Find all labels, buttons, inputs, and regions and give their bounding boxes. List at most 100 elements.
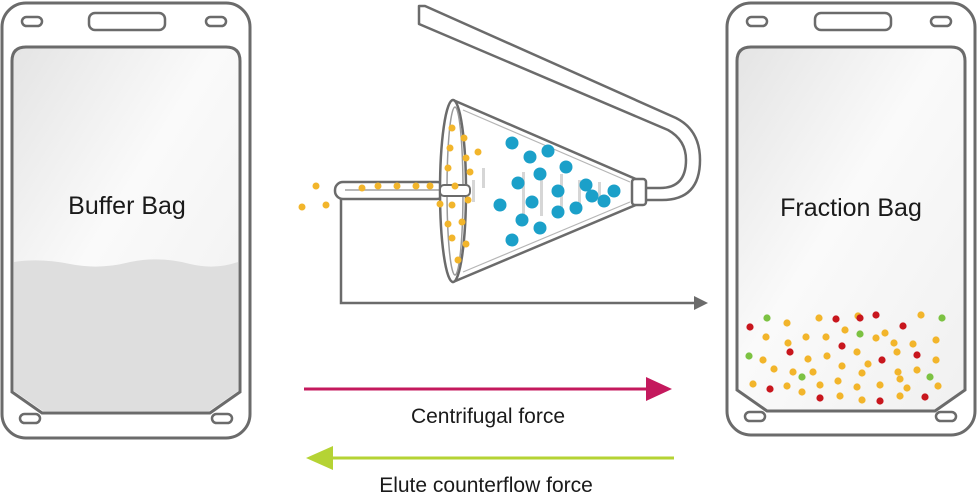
fraction-cells	[745, 311, 946, 405]
yellow-cell	[816, 381, 824, 389]
yellow-cell	[876, 381, 884, 389]
flow-line-path	[339, 194, 694, 305]
yellow-cell	[444, 220, 452, 228]
blue-cell	[559, 160, 573, 174]
elute-counterflow-force-arrow	[306, 446, 674, 470]
elutriation-chamber	[333, 98, 648, 284]
red-cell	[899, 322, 907, 330]
blue-cell	[607, 184, 621, 198]
yellow-cell	[783, 319, 791, 327]
flow-streak	[472, 180, 475, 202]
yellow-cell	[822, 333, 830, 341]
yellow-cell	[759, 356, 767, 364]
yellow-cell	[903, 384, 911, 392]
buffer-bag-corner-hole	[204, 15, 228, 28]
yellow-cell	[836, 392, 844, 400]
yellow-cell	[770, 365, 778, 373]
yellow-cell	[451, 182, 459, 190]
yellow-cell	[454, 256, 462, 264]
blue-cell	[505, 136, 519, 150]
yellow-cell	[834, 377, 842, 385]
yellow-cell	[853, 348, 861, 356]
yellow-cell	[809, 368, 817, 376]
yellow-cell	[446, 144, 454, 152]
blue-cell	[505, 233, 519, 247]
yellow-cell	[853, 383, 861, 391]
blue-cell	[597, 194, 611, 208]
blue-cell	[579, 178, 593, 192]
yellow-cell	[802, 333, 810, 341]
red-cell	[913, 351, 921, 359]
yellow-cell	[896, 375, 904, 383]
yellow-cell	[841, 326, 849, 334]
yellow-cell	[393, 182, 401, 190]
yellow-cell	[298, 203, 306, 211]
yellow-cell	[448, 234, 456, 242]
yellow-cell	[823, 352, 831, 360]
red-cell	[766, 385, 774, 393]
red-cell	[838, 342, 846, 350]
fraction-bag: Fraction Bag	[725, 1, 977, 437]
green-cell	[798, 373, 806, 381]
flow-line-arrowhead	[694, 296, 708, 310]
red-cell	[832, 315, 840, 323]
buffer-bag-corner-hole	[18, 412, 42, 425]
fraction-bag-top-slot	[813, 11, 893, 32]
blue-cell	[585, 189, 599, 203]
yellow-cell	[913, 366, 921, 374]
yellow-cell	[749, 380, 757, 388]
blue-cell	[533, 167, 547, 181]
blue-cell	[551, 184, 565, 198]
chamber-outlet-stub	[630, 177, 648, 207]
red-cell	[878, 356, 886, 364]
yellow-cell	[804, 355, 812, 363]
red-cell	[876, 397, 884, 405]
red-cell	[746, 323, 754, 331]
yellow-cell	[932, 336, 940, 344]
red-cell	[856, 314, 864, 322]
chamber-cells	[358, 124, 621, 264]
yellow-cell	[838, 362, 846, 370]
blue-cell	[551, 205, 565, 219]
centrifugal-force-label: Centrifugal force	[411, 405, 565, 428]
yellow-cell	[448, 201, 456, 209]
yellow-cell	[412, 182, 420, 190]
yellow-cell	[798, 388, 806, 396]
yellow-cell	[893, 348, 901, 356]
yellow-cell	[864, 360, 872, 368]
flow-streak	[482, 168, 485, 188]
centrifugal-arrowhead	[646, 377, 672, 401]
buffer-bag-liquid	[14, 259, 238, 411]
yellow-cell	[426, 182, 434, 190]
blue-cell	[541, 144, 555, 158]
blue-cell	[511, 176, 525, 190]
yellow-cell	[474, 148, 482, 156]
flow-streak	[540, 170, 543, 216]
green-cell	[938, 314, 946, 322]
inlet-cells	[298, 182, 330, 211]
yellow-cell	[858, 369, 866, 377]
fraction-bag-corner-hole	[934, 410, 958, 423]
yellow-cell	[762, 333, 770, 341]
flow-streak	[598, 182, 601, 202]
buffer-bag: Buffer Bag	[0, 1, 252, 440]
yellow-cell	[896, 392, 904, 400]
yellow-cell	[890, 339, 898, 347]
flow-line	[339, 194, 708, 310]
yellow-cell	[462, 154, 470, 162]
buffer-bag-corner-hole	[20, 15, 44, 28]
yellow-cell	[909, 340, 917, 348]
fraction-bag-label: Fraction Bag	[780, 194, 922, 222]
yellow-cell	[934, 382, 942, 390]
yellow-cell	[783, 382, 791, 390]
yellow-cell	[466, 168, 474, 176]
yellow-cell	[312, 182, 320, 190]
yellow-cell	[464, 196, 472, 204]
blue-cell	[569, 201, 583, 215]
yellow-cell	[894, 368, 902, 376]
yellow-cell	[881, 329, 889, 337]
yellow-cell	[462, 240, 470, 248]
yellow-cell	[789, 368, 797, 376]
yellow-cell	[932, 356, 940, 364]
